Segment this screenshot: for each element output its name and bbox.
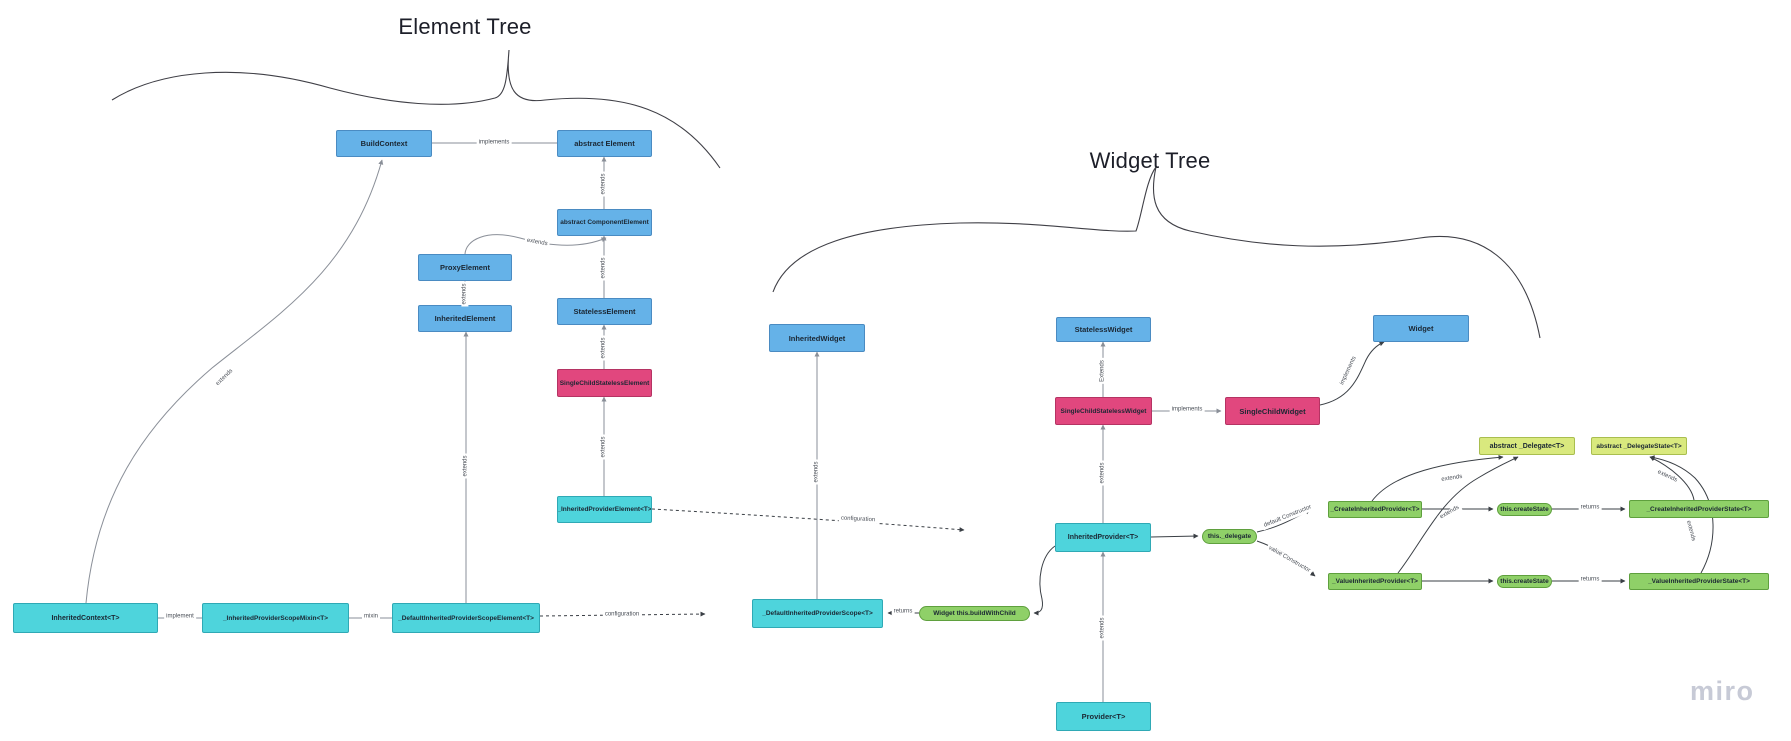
edge-label-createstate-returns-createipstate: returns xyxy=(1578,504,1602,512)
miro-watermark: miro xyxy=(1690,676,1755,706)
connector-createipstate-extends-absdelegatestate[interactable] xyxy=(1649,456,1695,501)
connector-valueip-extends-absdelegate[interactable] xyxy=(1397,456,1519,574)
node-this-delegate[interactable]: this._delegate xyxy=(1202,529,1257,544)
node-singlechildstatelesswidget[interactable]: SingleChildStatelessWidget xyxy=(1055,397,1152,425)
edge-label-createipstate-extends-absdelegatestate: extends xyxy=(1654,468,1680,486)
connector-inheritedprovider-buildwithchild[interactable] xyxy=(1033,545,1056,616)
node-singlechildwidget[interactable]: SingleChildWidget xyxy=(1225,397,1320,425)
edge-label-proxyelement-extends-componentelement: extends xyxy=(524,237,550,249)
node-singlechildstatelesselement[interactable]: SingleChildStatelessElement xyxy=(557,369,652,397)
connector-ipe-configuration[interactable] xyxy=(651,508,965,533)
node-proxyelement[interactable]: ProxyElement xyxy=(418,254,512,281)
node-statelesselement[interactable]: StatelessElement xyxy=(557,298,652,325)
node-widget[interactable]: Widget xyxy=(1373,315,1469,342)
node-buildcontext[interactable]: BuildContext xyxy=(336,130,432,157)
node-inheritedproviderelement[interactable]: _InheritedProviderElement<T> xyxy=(557,496,652,523)
node-widget-buildwithchild[interactable]: Widget this.buildWithChild xyxy=(919,606,1030,621)
node-inheritedproviderscopemixin[interactable]: _InheritedProviderScopeMixin<T> xyxy=(202,603,349,633)
node-valueinheritedproviderstate[interactable]: _ValueInheritedProviderState<T> xyxy=(1629,573,1769,590)
node-inheritedcontext[interactable]: InheritedContext<T> xyxy=(13,603,158,633)
node-this-createstate-1[interactable]: this.createState xyxy=(1497,503,1552,516)
node-abstract-componentelement[interactable]: abstract ComponentElement xyxy=(557,209,652,236)
node-createinheritedprovider[interactable]: _CreateInheritedProvider<T> xyxy=(1328,501,1422,518)
node-defaultinheritedproviderscopeelement[interactable]: _DefaultInheritedProviderScopeElement<T> xyxy=(392,603,540,633)
node-inheritedwidget[interactable]: InheritedWidget xyxy=(769,324,865,352)
edge-label-inheritedprovider-extends-scsw: extends xyxy=(1099,460,1107,486)
edge-label-delegate-valueconstructor-valueip: value Constructor xyxy=(1265,544,1313,576)
element-tree-title: Element Tree xyxy=(398,14,532,39)
node-provider[interactable]: Provider<T> xyxy=(1056,702,1151,731)
edge-label-valueip-extends-absdelegate: extends xyxy=(1437,503,1463,523)
edge-label-ipe-extends-scse: extends xyxy=(600,434,608,460)
edge-label-provider-extends-inheritedprovider: extends xyxy=(1099,615,1107,641)
node-inheritedelement[interactable]: InheritedElement xyxy=(418,305,512,332)
edge-label-dipse-configuration: configuration xyxy=(602,611,642,619)
node-valueinheritedprovider[interactable]: _ValueInheritedProvider<T> xyxy=(1328,573,1422,590)
node-statelesswidget[interactable]: StatelessWidget xyxy=(1056,317,1151,342)
connector-valueipstate-extends-absdelegatestate[interactable] xyxy=(1649,455,1714,574)
connector-inheritedprovider-delegate[interactable] xyxy=(1150,533,1199,539)
node-abstract-delegate[interactable]: abstract _Delegate<T> xyxy=(1479,437,1575,455)
edge-label-buildwithchild-returns-dips: returns xyxy=(891,608,915,616)
edge-label-dips-extends-inheritedwidget: extends xyxy=(813,459,821,485)
edge-label-ipe-configuration: configuration xyxy=(838,515,878,525)
edge-label-componentelement-extends-element: extends xyxy=(600,171,608,197)
node-this-createstate-2[interactable]: this.createState xyxy=(1497,575,1552,588)
connector-proxyelement-extends-componentelement[interactable] xyxy=(464,234,607,255)
edge-label-inheritedelement-extends-proxyelement: extends xyxy=(461,281,469,307)
edge-label-scse-extends-statelesselement: extends xyxy=(600,335,608,361)
edge-label-scw-implements-widget: implements xyxy=(1338,353,1360,389)
edge-label-scsw-extends-statelesswidget: Extends xyxy=(1099,358,1107,384)
connector-scw-implements-widget[interactable] xyxy=(1319,341,1385,406)
edge-label-delegate-defaultconstructor-createip: default Constructor xyxy=(1261,503,1315,531)
node-abstract-delegatestate[interactable]: abstract _DelegateState<T> xyxy=(1591,437,1687,455)
node-createinheritedproviderstate[interactable]: _CreateInheritedProviderState<T> xyxy=(1629,500,1769,518)
node-inheritedprovider[interactable]: InheritedProvider<T> xyxy=(1055,523,1151,552)
edge-label-statelesselement-extends-componentelement: extends xyxy=(600,255,608,281)
connector-createip-extends-absdelegate[interactable] xyxy=(1371,454,1504,502)
edge-label-valueipstate-extends-absdelegatestate: extends xyxy=(1683,517,1697,545)
edge-label-mixin-mixin-dipse: mixin xyxy=(361,613,381,621)
edge-label-dipse-extends-inheritedelement: extends xyxy=(462,453,470,479)
edge-label-createstate-returns-valueipstate: returns xyxy=(1578,576,1602,584)
edge-label-buildcontext-implements-element: implements xyxy=(476,139,512,147)
edge-label-scsw-implements-scw: implements xyxy=(1169,406,1205,414)
node-abstract-element[interactable]: abstract Element xyxy=(557,130,652,157)
node-defaultinheritedproviderscope[interactable]: _DefaultInheritedProviderScope<T> xyxy=(752,599,883,628)
connector-inheritedcontext-extends-buildcontext[interactable] xyxy=(85,159,384,604)
widget-tree-title: Widget Tree xyxy=(1089,148,1211,173)
edge-label-inheritedcontext-extends-buildcontext: extends xyxy=(213,366,237,390)
edge-label-inheritedcontext-implement-mixin: implement xyxy=(164,613,196,621)
element-tree-brace xyxy=(111,49,721,169)
widget-tree-brace xyxy=(772,166,1541,339)
edge-label-createip-extends-absdelegate: extends xyxy=(1439,473,1465,485)
